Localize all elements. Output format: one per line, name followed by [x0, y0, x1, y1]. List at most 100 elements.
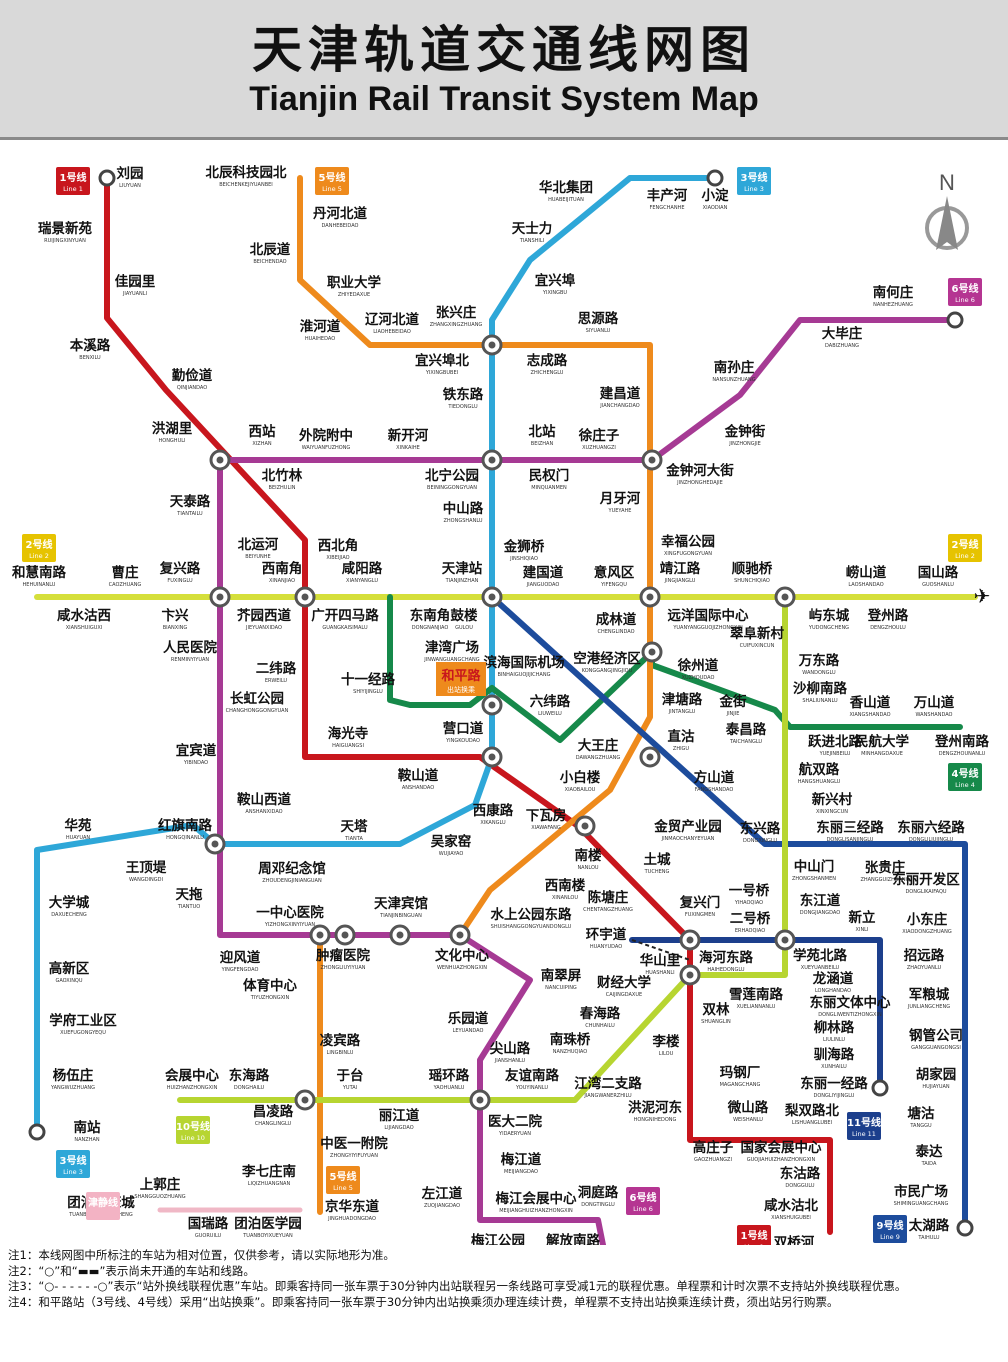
station-name: 团泊医学园: [234, 1215, 302, 1232]
station-name-english: DANHEBEIDAO: [322, 223, 359, 229]
station-name-english: JINJIE: [726, 711, 740, 717]
station-name-english: HUAYUAN: [66, 835, 91, 841]
station-name: 咸阳路: [342, 560, 383, 577]
station-name-english: ZHIYEDAXUE: [338, 292, 370, 298]
station-name-english: JIEYUANXIDAO: [245, 625, 282, 631]
station-name-english: DONGNANJIAO: [412, 625, 449, 631]
station-name-english: JINMAOCHANYEYUAN: [661, 836, 715, 842]
station-name: 张兴庄: [436, 304, 477, 321]
station-name-english: ZHICHENGLU: [531, 370, 564, 376]
station-name: 北竹林: [262, 467, 303, 484]
station-name: 友谊南路: [505, 1067, 559, 1084]
station-name: 东丽三经路: [816, 819, 884, 836]
station-name: 中山门: [794, 858, 835, 875]
station-name-english: XIANGSHANDAO: [849, 712, 890, 718]
station-name-english: FUXINGLU: [167, 578, 193, 584]
out-of-station-transfer-link: [631, 939, 691, 961]
station-name: 招远路: [904, 947, 945, 964]
terminal-station-node[interactable]: [956, 1219, 974, 1237]
station-name-english: YIZHONGXINYIYUAN: [264, 922, 316, 928]
station-name-english: HAIGUANGSI: [332, 743, 364, 749]
station-name: 和慧南路: [12, 564, 66, 581]
station-name: 北辰科技园北: [206, 164, 287, 181]
station-name: 海河东路: [699, 949, 753, 966]
line-badge-background: [626, 1187, 660, 1215]
station-name: 顺驰桥: [732, 560, 773, 577]
station-name: 丰产河: [647, 187, 688, 204]
station-name: 辽河北道: [365, 311, 419, 328]
map-notes: 注1：本线网图中所标注的车站为相对位置，仅供参考，请以实际地形为准。 注2：“○…: [8, 1248, 998, 1310]
station-name: 天塔: [341, 818, 368, 835]
station-name-english: YUTAI: [342, 1085, 357, 1091]
line-badge-label: 2号线: [952, 538, 979, 551]
terminal-station-node[interactable]: [28, 1123, 46, 1141]
station-name: 长虹公园: [230, 690, 284, 707]
station-name-english: SHUANGLIN: [701, 1019, 731, 1025]
station-name: 万山道: [913, 694, 955, 711]
station-name: 医大二院: [488, 1113, 542, 1130]
station-name: 梅江会展中心: [496, 1190, 577, 1207]
station-name: 国山路: [918, 564, 959, 581]
station-name-english: JIANGWANERZHILU: [583, 1093, 632, 1099]
station-name-english: NANCUIPING: [545, 985, 577, 991]
station-name-english: ZHONGLIUYIYUAN: [320, 965, 365, 971]
station-name: 建国道: [522, 564, 564, 581]
station-name: 曹庄: [112, 564, 139, 581]
station-name: 远洋国际中心: [668, 607, 749, 624]
station-name-english: JINGHUADONGDAO: [327, 1216, 376, 1222]
line-badge-english: Line 11: [852, 1130, 876, 1138]
line-badge-background: [56, 1150, 90, 1178]
note-2: 注2：“○”和“▬▬”表示尚未开通的车站和线路。: [8, 1263, 255, 1278]
station-name-english: DAWANGZHUANG: [576, 755, 621, 761]
station-name-english: YIHAOQIAO: [734, 900, 763, 906]
transfer-station-dot: [488, 456, 496, 464]
station-name: 金钟街: [724, 423, 766, 440]
station-name: 滨海国际机场: [484, 654, 565, 671]
station-name: 迎风道: [220, 949, 261, 966]
hepinglu-station-box[interactable]: [436, 662, 486, 696]
line-badge-english: Line 9: [880, 1233, 900, 1241]
station-name: 咸水沽北: [764, 1197, 818, 1214]
station-name: 吴家窑: [431, 833, 472, 850]
transfer-station-dot: [488, 593, 496, 601]
line-badge-english: Line 1: [744, 1243, 764, 1245]
station-name: 东南角: [410, 607, 451, 624]
station-name-english: XIAODIAN: [703, 205, 728, 211]
terminal-station-node[interactable]: [871, 1079, 889, 1097]
terminal-station-node[interactable]: [946, 311, 964, 329]
transfer-station-dot: [476, 1096, 484, 1104]
station-name: 人民医院: [163, 639, 217, 656]
terminal-station-node[interactable]: [98, 169, 116, 187]
station-name: 直沽: [668, 728, 696, 745]
station-name-english: FANGSHANDAO: [695, 787, 734, 793]
line11-route: [629, 937, 883, 1091]
station-name: 乐园道: [448, 1010, 489, 1027]
station-name: 军粮城: [909, 986, 950, 1003]
transfer-station-dot: [216, 456, 224, 464]
station-name-english: ZHOUDENGJINIANGUAN: [262, 878, 322, 884]
station-name-english: ZUOJIANGDAO: [424, 1203, 460, 1209]
station-name: 成林道: [596, 611, 637, 628]
line-badge-background: [948, 278, 982, 306]
station-name: 金狮桥: [503, 538, 545, 555]
station-name-english: DONGHAILU: [234, 1085, 265, 1091]
line-badge-english: Line 6: [955, 296, 975, 304]
station-name: 驯海路: [814, 1046, 855, 1063]
line-badge[interactable]: 津静线: [86, 1192, 120, 1220]
terminal-station-node[interactable]: [706, 169, 724, 187]
station-name-english: TUCHENG: [644, 869, 670, 875]
